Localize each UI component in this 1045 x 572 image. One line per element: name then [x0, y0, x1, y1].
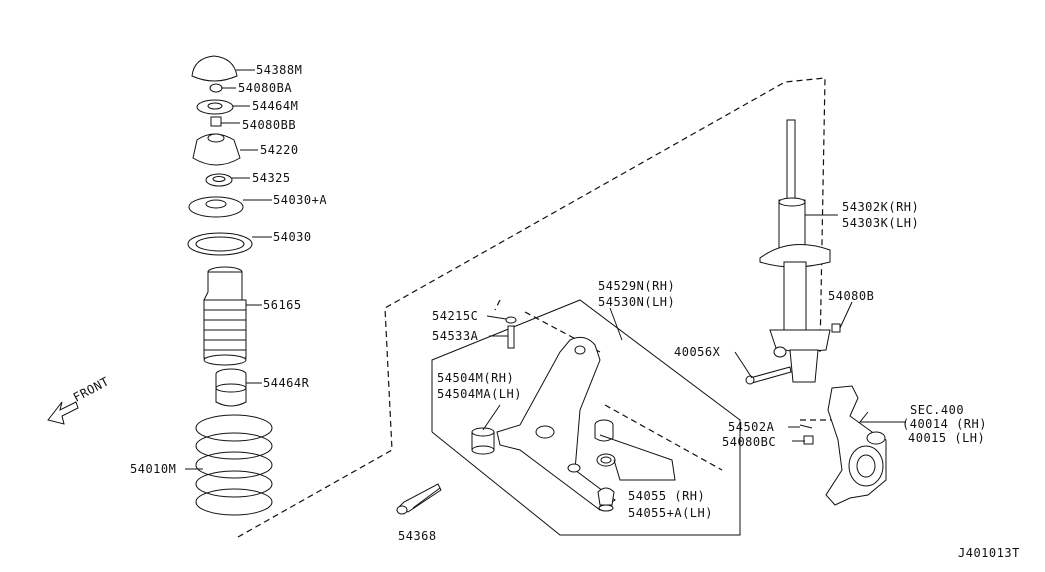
nut-54080BA	[209, 83, 223, 93]
label-40014: (40014 (RH)	[902, 417, 987, 431]
label-54030A: 54030+A	[273, 193, 327, 207]
label-54464R: 54464R	[263, 376, 310, 390]
label-54010M: 54010M	[130, 462, 176, 476]
label-54504MA: 54504MA(LH)	[437, 387, 522, 401]
label-54080BB: 54080BB	[242, 118, 296, 132]
dash-tick	[494, 299, 501, 311]
ball-joint-bushing	[594, 419, 616, 512]
label-54302K: 54302K(RH)	[842, 200, 919, 214]
diagram-code: J401013T	[958, 546, 1020, 560]
label-54030: 54030	[273, 230, 312, 244]
steering-knuckle	[825, 385, 887, 506]
spring-seat-hole	[205, 199, 227, 209]
bolt-40056X	[745, 366, 792, 385]
control-arm-group-box	[431, 299, 741, 536]
nut-54080B	[831, 323, 841, 333]
label-56165: 56165	[263, 298, 302, 312]
coil-spring	[195, 414, 273, 516]
nut-54080BB	[210, 116, 222, 127]
label-54080B: 54080B	[828, 289, 874, 303]
bearing-hole	[212, 176, 226, 182]
label-40015: 40015 (LH)	[908, 431, 985, 445]
label-sec400: SEC.400	[910, 403, 964, 417]
label-54055: 54055 (RH)	[628, 489, 705, 503]
label-54530N: 54530N(LH)	[598, 295, 675, 309]
label-54325: 54325	[252, 171, 291, 185]
strut-mount	[192, 133, 241, 166]
strut-mount-top	[207, 133, 225, 143]
front-label: FRONT	[71, 374, 112, 404]
label-54368: 54368	[398, 529, 437, 543]
bolt-54533A	[507, 325, 515, 349]
label-54220: 54220	[260, 143, 299, 157]
label-54533A: 54533A	[432, 329, 479, 343]
label-40056X: 40056X	[674, 345, 721, 359]
label-54502A: 54502A	[728, 420, 775, 434]
strut-assembly	[759, 119, 831, 383]
spring-insulator-inner	[195, 236, 245, 252]
label-54080BA: 54080BA	[238, 81, 292, 95]
label-54388M: 54388M	[256, 63, 302, 77]
bolt-54368	[396, 483, 442, 515]
nut-54080BC	[803, 435, 814, 445]
label-54055A: 54055+A(LH)	[628, 506, 713, 520]
arm-bushing	[471, 427, 495, 455]
washer-hole	[207, 102, 223, 110]
pin-54502A	[799, 424, 813, 429]
leader-lines	[185, 69, 906, 509]
label-54080BC: 54080BC	[722, 435, 776, 449]
washer-54215C	[505, 316, 517, 324]
label-54303K: 54303K(LH)	[842, 216, 919, 230]
bump-stopper	[215, 368, 247, 407]
strut-cap	[191, 55, 238, 82]
label-54215C: 54215C	[432, 309, 478, 323]
label-54464M: 54464M	[252, 99, 298, 113]
label-54504M: 54504M(RH)	[437, 371, 514, 385]
front-arrow	[47, 401, 79, 425]
lower-control-arm	[496, 336, 616, 511]
strut-group-outline	[237, 77, 826, 538]
bump-boot	[203, 266, 247, 366]
label-54529N: 54529N(RH)	[598, 279, 675, 293]
balljoint-leader-dashed	[604, 404, 723, 471]
